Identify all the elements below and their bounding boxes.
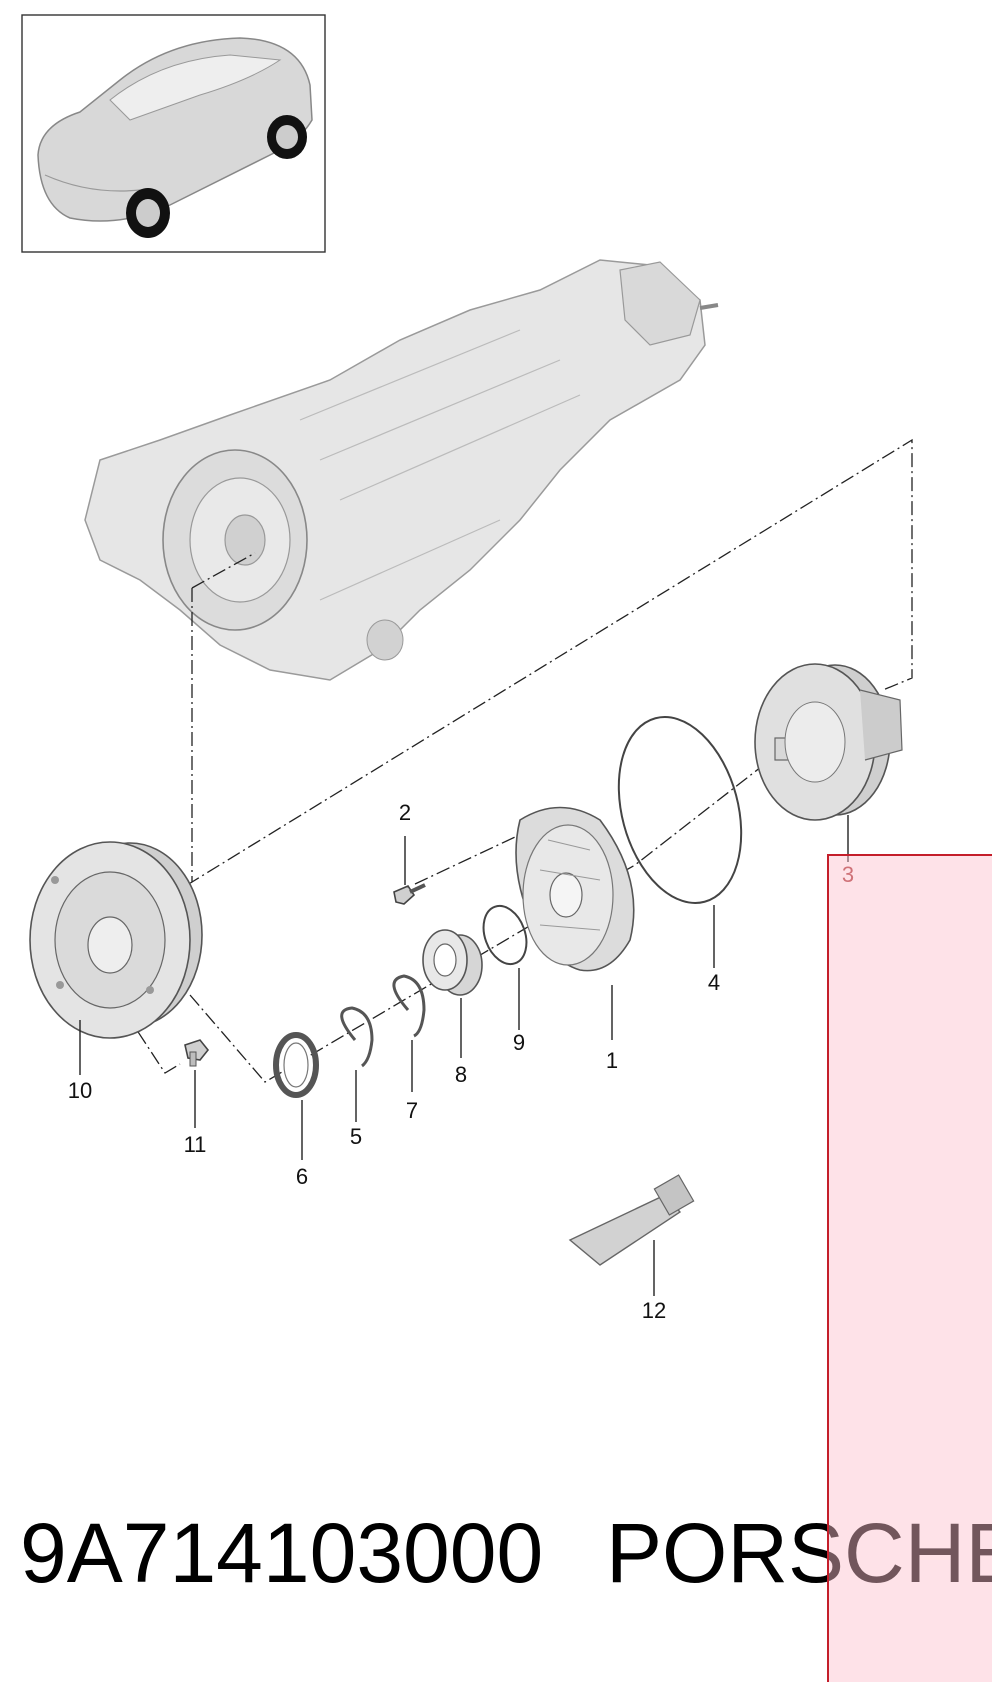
screw-2 [393, 883, 426, 905]
part-number: 9A714103000 [20, 1506, 544, 1600]
pump-cover-1 [515, 806, 635, 972]
vehicle-thumbnail [21, 14, 326, 253]
callout-3: 3 [842, 862, 854, 887]
brand-name: PORSCHE [606, 1506, 992, 1600]
circlip-5 [340, 1006, 374, 1068]
grease-tube-icon [568, 1174, 695, 1266]
bearing-8 [422, 929, 483, 996]
callout-2: 2 [399, 800, 411, 825]
suv-thumbnail-icon [37, 37, 313, 238]
circlip-7 [392, 974, 426, 1038]
callout-9: 9 [513, 1030, 525, 1055]
callout-labels: 1 2 3 4 5 6 7 8 9 10 11 12 [68, 800, 854, 1323]
callout-11: 11 [184, 1132, 207, 1157]
callout-6: 6 [296, 1164, 308, 1189]
callout-7: 7 [406, 1098, 418, 1123]
callout-8: 8 [455, 1062, 467, 1087]
leader-lines [79, 815, 849, 1296]
seal-6 [273, 1032, 319, 1098]
callout-4: 4 [708, 970, 720, 995]
bolt-11 [184, 1039, 210, 1067]
torque-converter [29, 841, 203, 1039]
callout-10: 10 [68, 1078, 92, 1103]
callout-1: 1 [606, 1048, 618, 1073]
callout-5: 5 [350, 1124, 362, 1149]
highlight-overlay-panel [827, 854, 992, 1682]
o-ring-4 [617, 716, 743, 904]
clutch-drum-3 [754, 663, 903, 821]
ring-9 [482, 904, 528, 966]
transmission-housing-icon [84, 259, 719, 681]
callout-12: 12 [642, 1298, 666, 1323]
